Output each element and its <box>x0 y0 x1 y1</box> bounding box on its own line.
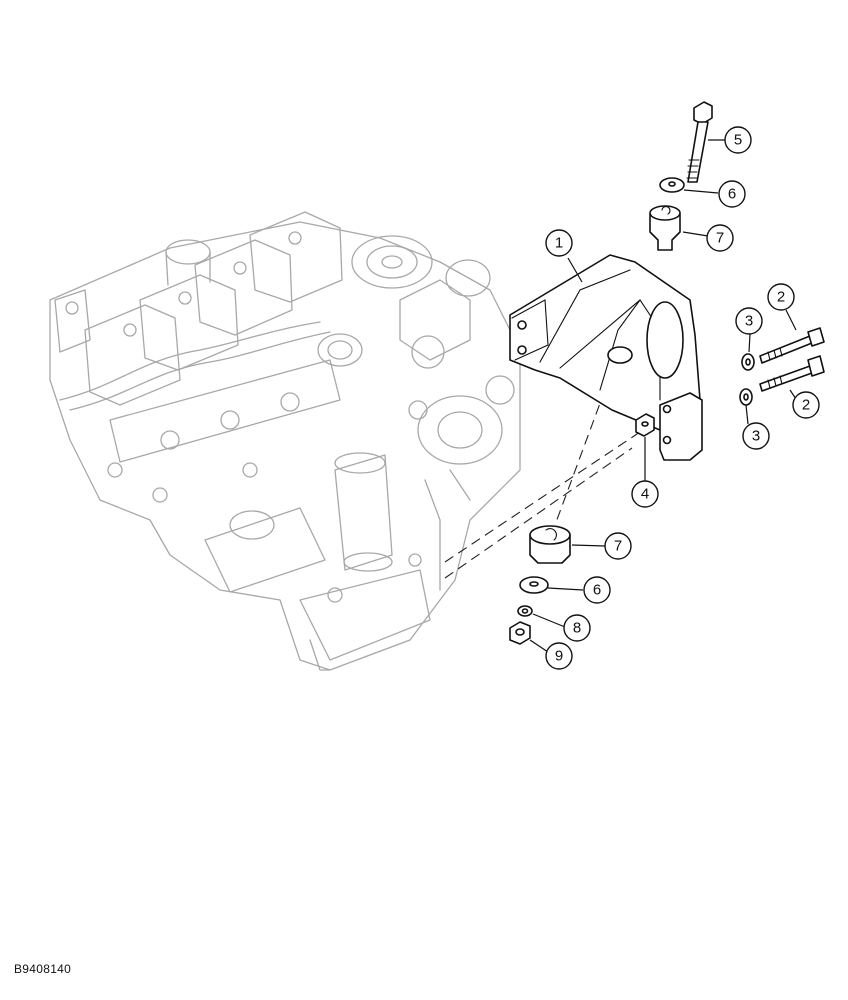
nut-bracket <box>635 413 655 437</box>
callout-6-upper-circle <box>718 180 746 208</box>
callout-7-upper-circle <box>706 224 734 252</box>
callout-8-number: 8 <box>573 620 581 637</box>
engine-block <box>49 211 521 671</box>
callout-3-upper-circle <box>735 307 763 335</box>
nut-lower <box>509 621 531 645</box>
callout-5-number: 5 <box>734 132 742 149</box>
upper-alignment-line <box>444 431 641 563</box>
callout-2-lower-circle <box>792 391 820 419</box>
callout-6-upper-number: 6 <box>728 186 736 203</box>
leader-lines <box>529 139 801 653</box>
bolt-upper <box>686 101 713 183</box>
bolt-right-lower <box>759 355 825 392</box>
callout-7-lower-circle <box>604 532 632 560</box>
callout-2-upper-number: 2 <box>777 289 785 306</box>
callout-4-number: 4 <box>641 486 649 503</box>
callout-5-circle <box>724 126 752 154</box>
callout-7-upper: 7 <box>706 224 734 252</box>
lower-alignment-line <box>444 447 633 579</box>
mounting-bracket <box>509 254 703 461</box>
callout-6-upper: 6 <box>718 180 746 208</box>
callout-7-lower-number: 7 <box>614 538 622 555</box>
callout-9-number: 9 <box>555 648 563 665</box>
callout-2-upper: 2 <box>767 283 795 311</box>
callout-1: 1 <box>545 229 573 257</box>
washer-lower <box>519 576 549 594</box>
washer-right-lower <box>739 388 753 406</box>
bolt-right-upper <box>759 327 825 364</box>
callout-6-lower-circle <box>583 576 611 604</box>
isolator-upper <box>649 205 681 251</box>
vertical-alignment-line <box>554 359 617 526</box>
callout-9-circle <box>545 642 573 670</box>
callout-6-lower-number: 6 <box>593 582 601 599</box>
callout-8-circle <box>563 614 591 642</box>
callout-3-upper-number: 3 <box>745 313 753 330</box>
callout-2-lower: 2 <box>792 391 820 419</box>
alignment-lines <box>444 359 641 579</box>
callout-3-upper: 3 <box>735 307 763 335</box>
callout-2-upper-circle <box>767 283 795 311</box>
callout-5: 5 <box>724 126 752 154</box>
callout-2-lower-number: 2 <box>802 397 810 414</box>
washer-right-upper <box>741 353 755 371</box>
lock-washer <box>517 605 533 617</box>
washer-upper <box>659 177 685 193</box>
callout-8: 8 <box>563 614 591 642</box>
callout-3-lower: 3 <box>742 422 770 450</box>
callout-3-lower-circle <box>742 422 770 450</box>
callout-4: 4 <box>631 480 659 508</box>
callout-1-number: 1 <box>555 235 563 252</box>
figure-code: B9408140 <box>14 962 72 976</box>
isolator-lower <box>529 525 571 564</box>
callout-7-upper-number: 7 <box>716 230 724 247</box>
callout-6-lower: 6 <box>583 576 611 604</box>
callout-3-lower-number: 3 <box>752 428 760 445</box>
callout-1-circle <box>545 229 573 257</box>
callout-9: 9 <box>545 642 573 670</box>
callout-4-circle <box>631 480 659 508</box>
callout-7-lower: 7 <box>604 532 632 560</box>
